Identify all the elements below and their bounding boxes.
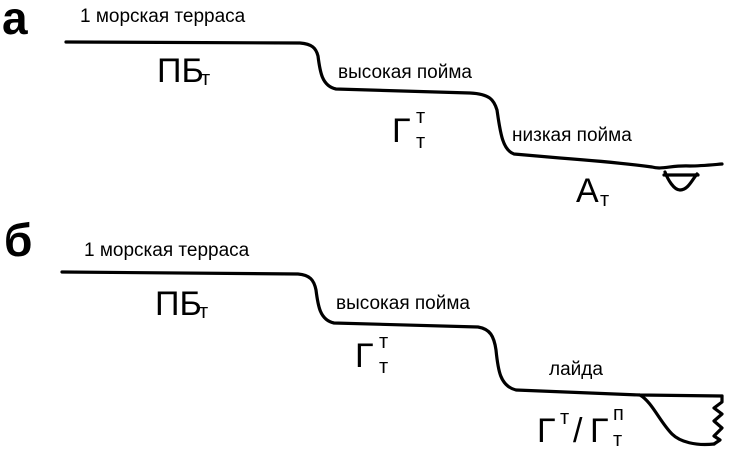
panel-b-cliff-edge bbox=[712, 394, 724, 446]
panel-b-code-g-base: Г bbox=[355, 337, 373, 375]
panel-a-letter: а bbox=[2, 0, 28, 44]
panel-a-code-pb-sub: т bbox=[201, 68, 210, 90]
panel-b-high-floodplain-label: высокая пойма bbox=[336, 293, 470, 314]
panel-a: а 1 морская терраса высокая пойма низкая… bbox=[2, 0, 724, 211]
panel-a-code-a-sub: т bbox=[600, 189, 609, 211]
panel-b-code-combo-slash: / bbox=[573, 412, 583, 450]
panel-a-code-g-sub: т bbox=[416, 131, 425, 153]
panel-b-code-pb-sub: т bbox=[199, 301, 208, 323]
panel-a-code-pb-base: ПБ bbox=[157, 52, 204, 90]
panel-b-code-combo-sub2: т bbox=[613, 429, 622, 451]
panel-b-code-pb: ПБ т bbox=[155, 285, 208, 323]
panel-b-code-combo-base1: Г bbox=[537, 412, 555, 450]
panel-b: б 1 морская терраса высокая пойма лайда … bbox=[4, 214, 724, 451]
panel-b-profile-line bbox=[60, 270, 724, 398]
panel-a-code-a: А т bbox=[576, 172, 609, 211]
panel-b-code-pb-base: ПБ bbox=[155, 285, 202, 323]
panel-b-code-g: Г т т bbox=[355, 331, 388, 378]
panel-a-code-a-base: А bbox=[576, 172, 599, 210]
panel-a-code-g-base: Г bbox=[392, 112, 410, 150]
panel-a-code-g: Г т т bbox=[392, 106, 425, 153]
panel-a-profile-line bbox=[64, 40, 724, 170]
panel-b-code-combo: Г т / Г п т bbox=[537, 403, 624, 451]
panel-b-code-combo-base2: Г bbox=[590, 412, 608, 450]
panel-b-laida-label: лайда bbox=[549, 359, 603, 380]
panel-b-letter: б bbox=[4, 214, 32, 266]
panel-b-code-combo-sup1: т bbox=[560, 407, 569, 429]
panel-a-code-g-sup: т bbox=[416, 106, 425, 128]
panel-b-terrace-label: 1 морская терраса bbox=[84, 240, 250, 261]
panel-b-code-g-sup: т bbox=[379, 331, 388, 353]
panel-a-low-floodplain-label: низкая пойма bbox=[512, 125, 632, 146]
panel-b-slope bbox=[638, 393, 716, 447]
panel-b-code-combo-sup2: п bbox=[613, 403, 624, 425]
panel-a-channel bbox=[663, 170, 699, 192]
panel-a-high-floodplain-label: высокая пойма bbox=[338, 62, 472, 83]
panel-a-code-pb: ПБ т bbox=[157, 52, 210, 90]
panel-b-code-g-sub: т bbox=[379, 356, 388, 378]
panel-a-terrace-label: 1 морская терраса bbox=[80, 6, 246, 27]
